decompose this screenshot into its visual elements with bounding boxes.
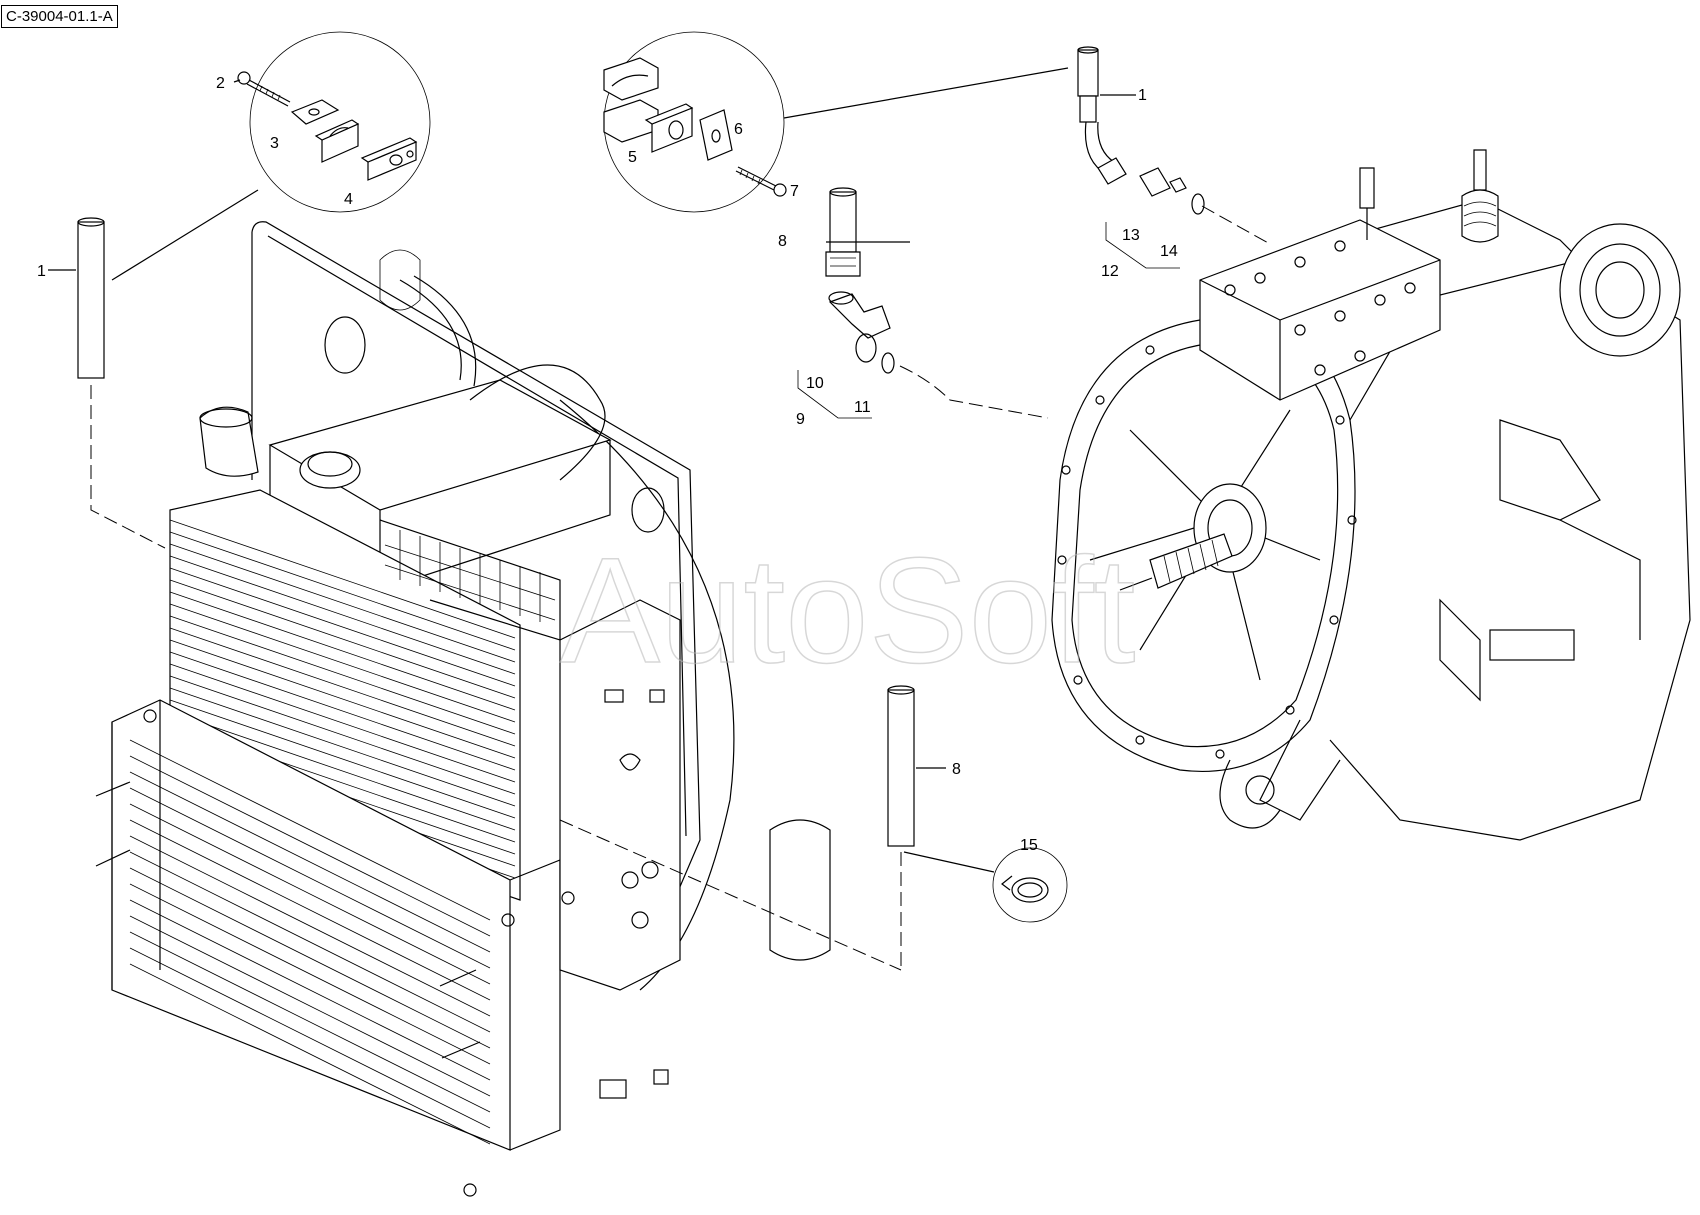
clamp-halves-part-5 (603, 57, 694, 153)
callout-5: 5 (628, 149, 637, 166)
callout-1-right: 1 (1138, 87, 1147, 104)
bolt-part-7 (735, 166, 787, 197)
hose-part-1-left (77, 217, 166, 549)
clamp-detail-circle-middle (603, 31, 1069, 213)
callout-13: 13 (1122, 227, 1140, 244)
callout-6: 6 (734, 121, 743, 138)
callout-1-left: 1 (37, 263, 46, 280)
callout-11: 11 (854, 399, 871, 416)
elbow-fitting-part-10 (828, 291, 891, 363)
transmission-assembly (1051, 149, 1691, 841)
o-ring-part-14 (1191, 193, 1205, 215)
callout-8-bottom: 8 (952, 761, 961, 778)
callout-15: 15 (1020, 837, 1038, 854)
sensor-hose-part-1-right (1077, 46, 1127, 185)
callout-10: 10 (806, 375, 824, 392)
valve-block-bolts (1224, 240, 1416, 376)
callout-2: 2 (216, 75, 225, 92)
callout-4: 4 (344, 191, 353, 208)
callout-14: 14 (1160, 243, 1178, 260)
hose-part-8-bottom (559, 685, 946, 971)
callout-7: 7 (790, 183, 799, 200)
callout-3: 3 (270, 135, 279, 152)
hose-part-8-top (825, 187, 861, 277)
plate-part-3 (290, 99, 340, 125)
clamp-detail-circle-left (111, 31, 431, 281)
adapter-fitting-part-13 (1139, 167, 1187, 197)
plate-part-6 (699, 109, 733, 161)
bolt-part-2 (237, 71, 291, 107)
oil-cooler-fins (129, 739, 491, 1145)
leader-lines (48, 79, 1136, 271)
callout-8-top: 8 (778, 233, 787, 250)
bracket-lines-9-12 (797, 222, 1180, 419)
hose-clamp-part-15 (903, 847, 1068, 923)
callout-9: 9 (796, 411, 805, 428)
callout-labels: 1 2 3 4 5 6 7 8 8 9 10 11 12 13 14 1 15 (37, 75, 1178, 854)
o-ring-part-11 (881, 352, 895, 374)
radiator-cooler-assembly (95, 221, 831, 1197)
figure-id-label: C-39004-01.1-A (1, 5, 118, 28)
clamp-halves-part-4 (314, 119, 418, 181)
watermark-text: AutoSoft (560, 526, 1135, 694)
callout-12: 12 (1101, 263, 1119, 280)
